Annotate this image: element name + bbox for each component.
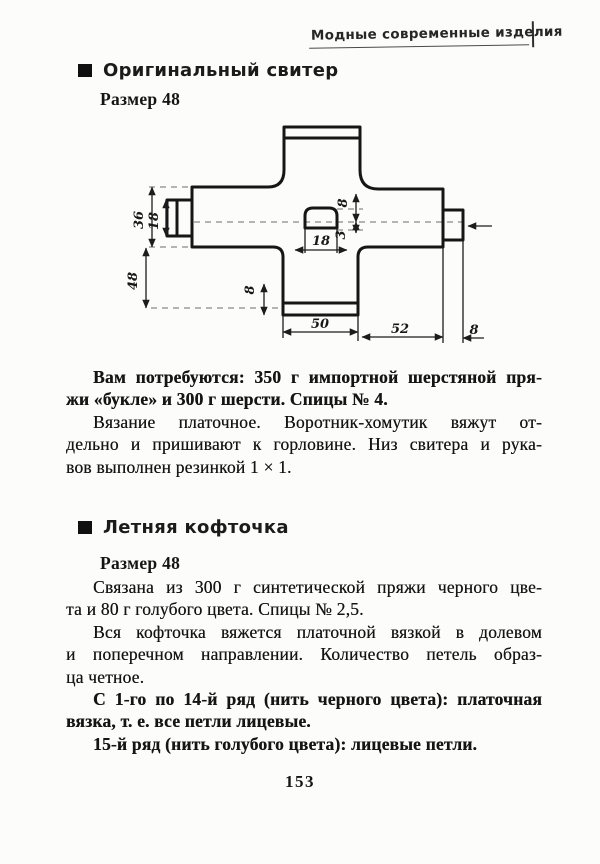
dim-label-18-neck: 18 [312, 234, 330, 249]
dim-label-52: 52 [391, 322, 409, 337]
section-title-sweater: Оригинальный свитер [78, 60, 338, 81]
text-line: Вся кофточка вяжется платочной вязкой в … [93, 621, 542, 642]
text-line: С 1-го по 14-й ряд (нить черного цвета):… [93, 689, 542, 710]
paragraph-technique: Вязание платочное. Воротник-хомутик вяжу… [66, 411, 542, 478]
section-title-text: Летняя кофточка [103, 517, 289, 538]
section-title-blouse: Летняя кофточка [78, 517, 289, 538]
pattern-diagram: 36 18 48 8 3 8 18 50 52 8 [127, 125, 492, 343]
blouse-text: Связана из 300 г синтетической пряжи чер… [66, 576, 542, 755]
text-line: жи «букле» и 300 г шерсти. Спицы № 4. [66, 389, 388, 410]
text-line: Вязание платочное. Воротник-хомутик вяжу… [93, 411, 542, 432]
neck-opening [303, 206, 339, 230]
page-number: 153 [285, 772, 315, 791]
paragraph-row-15: 15-й ряд (нить голубого цвета): лицевые … [66, 733, 542, 755]
paragraph-materials: Вам потребуются: 350 г импортной шерстян… [66, 366, 542, 411]
paragraph-general: Вся кофточка вяжется платочной вязкой в … [66, 621, 542, 688]
dim-label-36: 36 [132, 211, 147, 229]
text-line: и поперечном направлении. Количество пет… [66, 644, 542, 665]
running-head-tick [531, 21, 535, 48]
paragraph-materials: Связана из 300 г синтетической пряжи чер… [66, 576, 542, 621]
dim-label-8-hem: 8 [243, 285, 258, 294]
text-line: 15-й ряд (нить голубого цвета): лицевые … [93, 733, 478, 754]
section-title-text: Оригинальный свитер [103, 60, 339, 81]
dim-label-3-neck: 3 [334, 230, 349, 239]
text-line: вязка, т. е. все петли лицевые. [66, 711, 311, 732]
sweater-text: Вам потребуются: 350 г импортной шерстян… [66, 366, 542, 478]
dim-label-48: 48 [127, 272, 141, 290]
dim-label-50: 50 [311, 317, 329, 332]
text-line: та и 80 г голубого цвета. Спицы № 2,5. [66, 599, 364, 620]
text-line: вов выполнен резинкой 1 × 1. [66, 456, 292, 477]
square-bullet-icon [78, 64, 92, 77]
text-line: дельно и пришивают к горловине. Низ свит… [66, 434, 542, 455]
dim-label-18-cuff: 18 [147, 212, 162, 230]
paragraph-rows-1-14: С 1-го по 14-й ряд (нить черного цвета):… [66, 688, 542, 733]
sweater-outline [190, 125, 445, 317]
running-head: Модные современные изделия [308, 21, 563, 49]
cuff-right [441, 208, 465, 242]
dim-label-8-shoulder: 8 [336, 198, 351, 207]
running-head-text: Модные современные изделия [310, 23, 563, 44]
dim-label-8-cuff-right: 8 [469, 323, 478, 338]
size-heading-blouse: Размер 48 [100, 553, 181, 573]
text-line: Связана из 300 г синтетической пряжи чер… [93, 577, 542, 597]
size-heading-sweater: Размер 48 [100, 89, 181, 109]
cuff-left [165, 198, 194, 238]
square-bullet-icon [78, 521, 92, 534]
text-line: ца четное. [66, 666, 145, 687]
text-line: Вам потребуются: 350 г импортной шерстян… [93, 367, 542, 387]
